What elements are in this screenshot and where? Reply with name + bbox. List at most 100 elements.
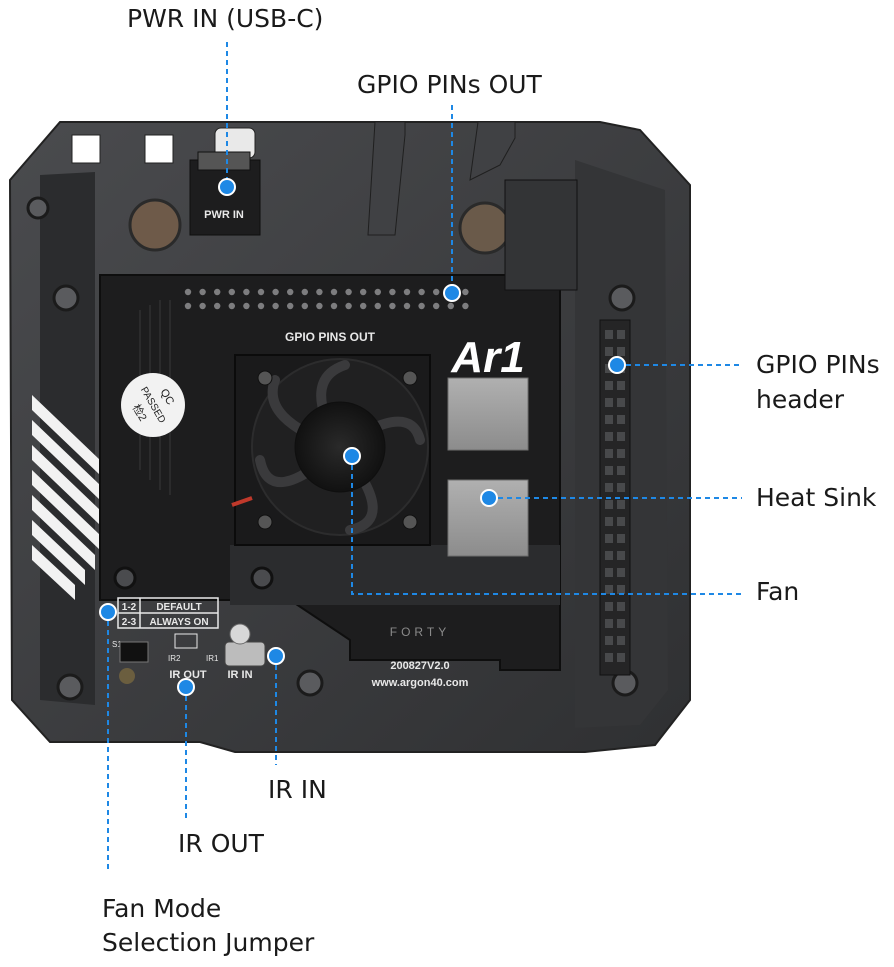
gpio-out-pin [287, 288, 294, 296]
label-gpio-out: GPIO PINs OUT [357, 70, 542, 99]
gpio-out-pin [345, 288, 352, 296]
dot-pwr-in [218, 178, 236, 196]
callout-lines [107, 42, 742, 870]
gpio-out-pin [316, 288, 323, 296]
gpio-out-pin [403, 288, 411, 296]
gpio-out-pin [214, 288, 221, 296]
gpio-header-pin [605, 381, 613, 390]
gpio-out-pin [433, 302, 440, 310]
board-logo: Ar1 [450, 333, 524, 382]
gpio-out-pin [301, 288, 308, 296]
label-gpio-header-line1: GPIO PINs [756, 350, 880, 379]
gpio-out-pin [257, 288, 265, 296]
gpio-header-pin [617, 500, 625, 509]
gpio-header-pin [605, 534, 613, 543]
gpio-out-pin [389, 302, 396, 310]
gpio-header-pin [605, 466, 613, 475]
gpio-header-pin [605, 585, 613, 594]
label-gpio-header-line2: header [756, 385, 845, 414]
label-ir-in: IR IN [268, 775, 327, 804]
board-s1: S1 [112, 640, 122, 649]
gpio-header-pin [605, 653, 613, 662]
gpio-header-pin [617, 449, 625, 458]
gpio-out-pin [418, 302, 425, 310]
gpio-header-pin [605, 500, 613, 509]
gpio-header-pin [617, 534, 625, 543]
label-pwr-in: PWR IN (USB-C) [127, 4, 324, 33]
gpio-out-pin [418, 288, 425, 296]
gpio-out-pin [214, 302, 221, 310]
gpio-out-pin [316, 302, 323, 310]
gpio-header-pin [617, 585, 625, 594]
dot-fan-mode [99, 603, 117, 621]
gpio-header-pin [605, 568, 613, 577]
gpio-header-pin [605, 415, 613, 424]
jumper-area: 1-2 2-3 DEFAULT ALWAYS ON S1 IR2 IR1 IR … [112, 566, 274, 684]
board-jumper-23: 2-3 [122, 617, 137, 628]
gpio-out-pin [199, 288, 206, 296]
gpio-header-pin [617, 551, 625, 560]
dot-gpio-header [608, 356, 626, 374]
gpio-header-pin [605, 636, 613, 645]
label-heat-sink: Heat Sink [756, 483, 877, 512]
gpio-out-pin [287, 302, 294, 310]
gpio-header-pin [605, 551, 613, 560]
gpio-out-pin [374, 288, 381, 296]
gpio-header-pin [617, 619, 625, 628]
gpio-header-pin [617, 381, 625, 390]
gpio-header-pin [617, 636, 625, 645]
label-fan: Fan [756, 577, 800, 606]
gpio-out-pin [301, 302, 308, 310]
label-fan-mode-line1: Fan Mode [102, 894, 222, 923]
gpio-header-pin [617, 466, 625, 475]
gpio-out-pin [360, 302, 367, 310]
gpio-header-pin [617, 330, 625, 339]
gpio-out-pin [243, 288, 250, 296]
gpio-header-pin [617, 398, 625, 407]
gpio-header-pin [617, 432, 625, 441]
gpio-out-pin [272, 302, 279, 310]
gpio-out-pin [360, 288, 367, 296]
gpio-header-pin [605, 619, 613, 628]
gpio-out-pin [199, 302, 206, 310]
gpio-out-pin [330, 288, 338, 296]
board-ir-out: IR OUT [169, 669, 207, 681]
gpio-out-pin [184, 302, 192, 310]
vent-slots [32, 395, 100, 600]
gpio-header-pin [605, 602, 613, 611]
gpio-out-pin [228, 302, 235, 310]
dot-ir-in [267, 647, 285, 665]
dot-gpio-out [443, 284, 461, 302]
gpio-header-pin [617, 568, 625, 577]
gpio-out-pin [257, 302, 265, 310]
gpio-header-pin [605, 398, 613, 407]
gpio-header-pin [605, 483, 613, 492]
gpio-header-pin [605, 517, 613, 526]
fan [231, 354, 431, 546]
dot-ir-out [177, 678, 195, 696]
gpio-header-pin [605, 330, 613, 339]
board-mode-default: DEFAULT [156, 602, 201, 613]
gpio-out-pin [243, 302, 250, 310]
gpio-header-pin [617, 602, 625, 611]
board-website: www.argon40.com [371, 677, 469, 689]
dot-fan [343, 447, 361, 465]
gpio-out-pin [228, 288, 235, 296]
board-mode-always-on: ALWAYS ON [149, 617, 208, 628]
gpio-header-pin [605, 432, 613, 441]
board-ir2: IR2 [168, 654, 181, 663]
heat-sinks [447, 377, 529, 557]
gpio-out-pin [462, 288, 469, 296]
gpio-header-pin [617, 347, 625, 356]
gpio-out-pin [462, 302, 469, 310]
board-jumper-12: 1-2 [122, 602, 137, 613]
board-ir1: IR1 [206, 654, 219, 663]
gpio-header-pin [617, 517, 625, 526]
leader-fan [351, 456, 742, 595]
label-fan-mode-line2: Selection Jumper [102, 928, 315, 957]
dot-heat-sink [480, 489, 498, 507]
gpio-header-pin [617, 483, 625, 492]
gpio-out-pin [374, 302, 381, 310]
gpio-out-pin [272, 288, 279, 296]
